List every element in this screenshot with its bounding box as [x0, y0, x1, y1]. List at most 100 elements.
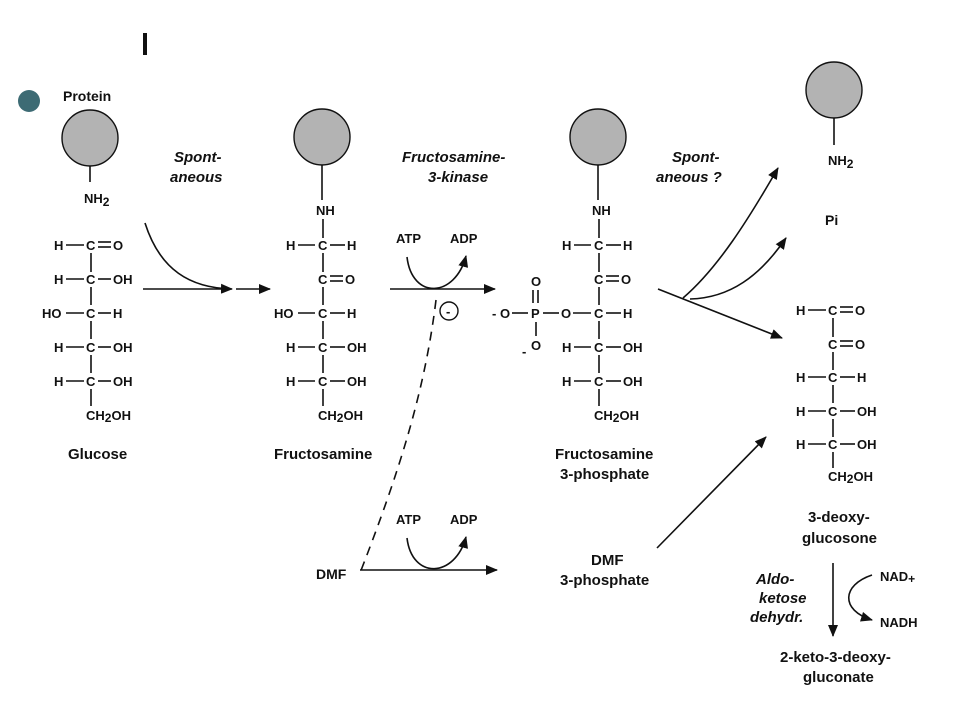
svg-text:P: P [531, 306, 540, 321]
svg-text:H: H [623, 238, 632, 253]
step-spontaneous-2-line1: Spont- [672, 149, 719, 166]
nadh-label: NADH [880, 615, 918, 630]
svg-text:HO: HO [274, 306, 294, 321]
svg-text:C: C [594, 238, 604, 253]
svg-text:H: H [54, 272, 63, 287]
svg-text:C: C [86, 340, 96, 355]
svg-text:H: H [796, 303, 805, 318]
svg-text:H: H [562, 238, 571, 253]
glucose-label: Glucose [68, 446, 127, 463]
dmf-to-deoxyglucosone-arrow [656, 436, 767, 549]
protein-2 [293, 108, 351, 200]
atp-adp-curve-1 [406, 255, 469, 290]
dmf-inhibition-dashed-line [359, 299, 437, 574]
svg-text:H: H [54, 238, 63, 253]
3-deoxyglucosone-structure: H C O C O H C H H C OH H C OH CH2OH [796, 303, 877, 486]
svg-text:C: C [86, 374, 96, 389]
2-keto-3-deoxygluconate-label-line2: gluconate [803, 669, 874, 686]
svg-text:C: C [828, 370, 838, 385]
release-deoxyglucosone-arrow [657, 288, 783, 339]
step-spontaneous-1-line2: aneous [170, 169, 223, 186]
atp-label-1: ATP [396, 231, 421, 246]
svg-text:OH: OH [113, 340, 133, 355]
dmf-3-phosphate-label-line1: DMF [591, 552, 624, 569]
protein-circle [805, 61, 863, 119]
protein-label: Protein [63, 88, 111, 104]
svg-text:OH: OH [113, 272, 133, 287]
svg-text:H: H [796, 370, 805, 385]
svg-text:C: C [318, 374, 328, 389]
svg-text:H: H [286, 340, 295, 355]
2-keto-3-deoxygluconate-label-line1: 2-keto-3-deoxy- [780, 649, 891, 666]
svg-text:OH: OH [857, 437, 877, 452]
protein-circle [293, 108, 351, 166]
fructosamine-3-phosphate-structure: NH H C H C O - O P O C H O O - H [492, 203, 643, 425]
svg-text:C: C [318, 340, 328, 355]
svg-text:C: C [318, 306, 328, 321]
svg-text:OH: OH [347, 340, 367, 355]
svg-text:H: H [623, 306, 632, 321]
amino-group: NH2 [84, 191, 110, 209]
fructosamine-label: Fructosamine [274, 446, 372, 463]
svg-text:H: H [562, 340, 571, 355]
aldo-ketose-label-line1: Aldo- [755, 571, 794, 588]
svg-text:C: C [828, 437, 838, 452]
inhibition-sign: - [446, 304, 450, 319]
inhibition-circle [439, 301, 459, 321]
svg-text:-: - [522, 344, 526, 359]
release-protein-arrow [682, 167, 779, 299]
svg-text:C: C [86, 238, 96, 253]
svg-text:C: C [86, 306, 96, 321]
title-bar-mark [143, 33, 147, 55]
svg-text:H: H [562, 374, 571, 389]
slide-bullet [18, 90, 40, 112]
svg-text:H: H [54, 374, 63, 389]
svg-text:HO: HO [42, 306, 62, 321]
svg-text:C: C [594, 374, 604, 389]
atp-label-2: ATP [396, 512, 421, 527]
svg-text:C: C [828, 337, 838, 352]
svg-text:NH: NH [592, 203, 611, 218]
svg-text:-: - [492, 306, 496, 321]
dmf-label: DMF [316, 566, 347, 582]
amino-group: NH2 [828, 153, 854, 171]
svg-text:H: H [113, 306, 122, 321]
atp-adp-curve-2 [406, 536, 468, 570]
svg-text:OH: OH [623, 374, 643, 389]
svg-text:O: O [855, 337, 865, 352]
svg-text:C: C [594, 340, 604, 355]
adp-label-2: ADP [450, 512, 478, 527]
svg-text:O: O [531, 338, 541, 353]
svg-text:H: H [347, 238, 356, 253]
svg-text:C: C [318, 238, 328, 253]
svg-text:O: O [113, 238, 123, 253]
protein-1: NH2 [61, 109, 119, 209]
svg-text:CH2OH: CH2OH [86, 408, 131, 425]
svg-text:C: C [594, 272, 604, 287]
svg-text:CH2OH: CH2OH [318, 408, 363, 425]
release-pi-arrow [689, 237, 787, 300]
nad-nadh-curve [847, 574, 873, 622]
fructosamine-3-phosphate-label-line1: Fructosamine [555, 446, 653, 463]
condensation-curve-arrow [144, 222, 233, 294]
svg-text:C: C [318, 272, 328, 287]
svg-text:OH: OH [113, 374, 133, 389]
svg-text:CH2OH: CH2OH [594, 408, 639, 425]
svg-text:OH: OH [857, 404, 877, 419]
protein-4: NH2 [805, 61, 863, 171]
protein-circle [569, 108, 627, 166]
protein-circle [61, 109, 119, 167]
3-deoxyglucosone-label-line1: 3-deoxy- [808, 509, 870, 526]
svg-text:NH: NH [316, 203, 335, 218]
pi-label: Pi [825, 212, 838, 228]
svg-text:C: C [594, 306, 604, 321]
enzyme-label-line1: Fructosamine- [402, 149, 505, 166]
enzyme-label-line2: 3-kinase [428, 169, 488, 186]
svg-text:O: O [500, 306, 510, 321]
3-deoxyglucosone-label-line2: glucosone [802, 530, 877, 547]
dmf-3-phosphate-label-line2: 3-phosphate [560, 572, 649, 589]
svg-text:OH: OH [623, 340, 643, 355]
svg-text:H: H [796, 404, 805, 419]
glucose-structure: H C O H C OH HO C H H C OH H C OH C [42, 238, 133, 425]
